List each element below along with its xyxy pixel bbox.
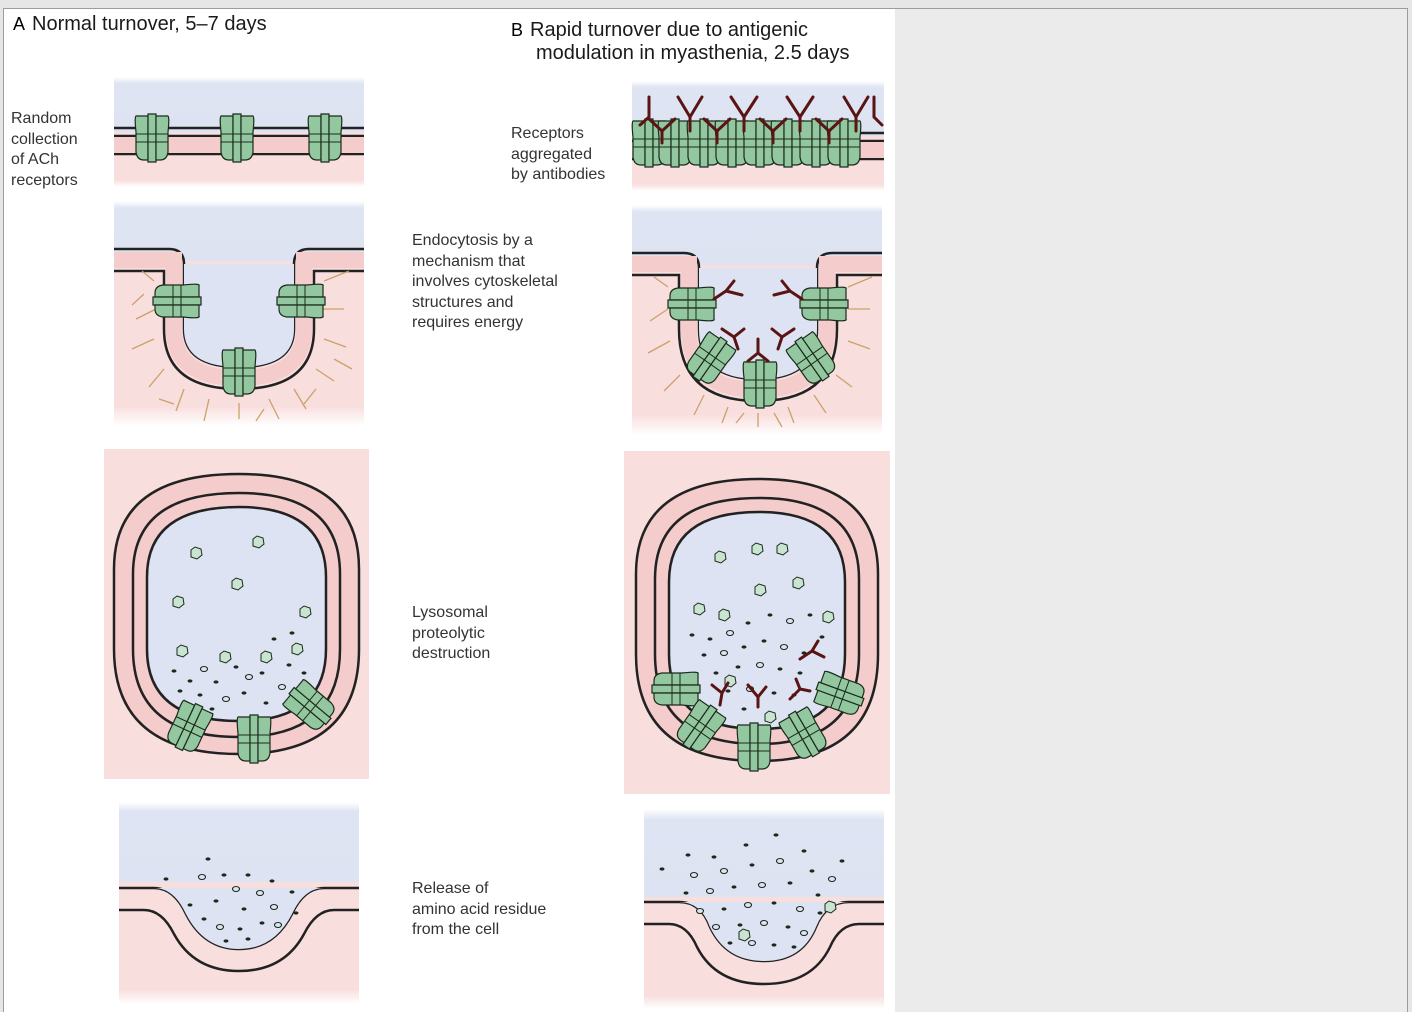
endocytosis-label: Endocytosis by a mechanism that involves… bbox=[412, 231, 558, 334]
panel-b-step1-label: Receptors aggregated by antibodies bbox=[511, 124, 605, 186]
panel-a-letter: A bbox=[13, 14, 25, 34]
figure-canvas: A Normal turnover, 5–7 days B Rapid turnov… bbox=[4, 9, 895, 1012]
diagram-art bbox=[4, 9, 895, 1012]
panel-b-step4-release bbox=[644, 809, 884, 1009]
panel-b-title-line1: Rapid turnover due to antigenic bbox=[530, 19, 808, 41]
panel-a-step3-lysosome bbox=[104, 449, 369, 779]
panel-a-step2-endocytosis bbox=[114, 201, 364, 426]
panel-b-step2-endocytosis bbox=[632, 205, 882, 435]
lysosomal-label: Lysosomal proteolytic destruction bbox=[412, 603, 490, 665]
panel-b-step1-membrane bbox=[632, 81, 884, 191]
panel-a-heading: A Normal turnover, 5–7 days bbox=[13, 13, 267, 36]
panel-a-title: Normal turnover, 5–7 days bbox=[32, 13, 267, 35]
panel-a-step1-label: Random collection of ACh receptors bbox=[11, 109, 78, 191]
panel-b-title-line2: modulation in myasthenia, 2.5 days bbox=[536, 42, 850, 65]
panel-b-step3-lysosome bbox=[624, 451, 890, 794]
release-label: Release of amino acid residue from the c… bbox=[412, 879, 546, 941]
panel-a-step1-membrane bbox=[114, 77, 364, 187]
panel-b-heading: B Rapid turnover due to antigenic bbox=[511, 19, 808, 42]
panel-b-letter: B bbox=[511, 20, 523, 40]
panel-a-step4-release bbox=[119, 802, 359, 1004]
